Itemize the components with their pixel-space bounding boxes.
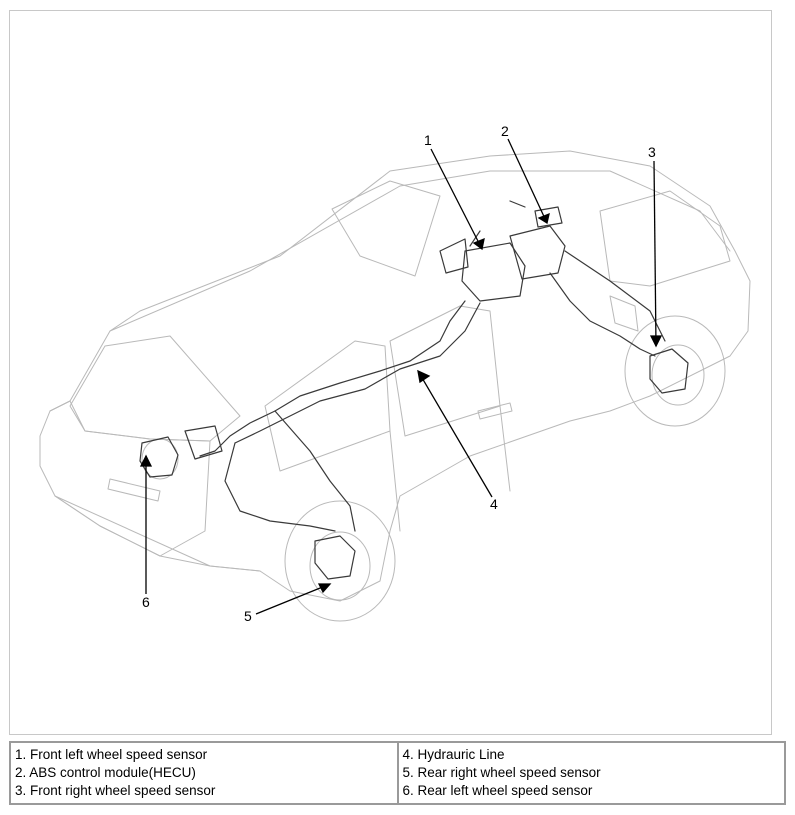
arrowhead-2: [537, 212, 550, 225]
callout-1: 1: [424, 132, 432, 148]
side-window-mid: [389, 305, 501, 437]
rear-right-wire: [274, 410, 356, 532]
side-mirror: [609, 295, 639, 332]
booster-shape: [509, 225, 566, 280]
rear-left-caliper: [139, 436, 179, 478]
legend-item-3: 3. Front right wheel speed sensor: [15, 783, 216, 798]
side-window-rear: [264, 340, 391, 472]
callout-5: 5: [244, 608, 252, 624]
tailgate: [49, 400, 211, 557]
callout-4: 4: [490, 496, 498, 512]
rear-window: [69, 335, 241, 442]
rear-plate: [107, 478, 161, 502]
leader-line-5: [255, 583, 331, 615]
legend-item-1: 1. Front left wheel speed sensor: [15, 747, 208, 762]
abs-module-shape: [461, 242, 526, 302]
rear-wheel-inner: [309, 531, 371, 601]
front-sensor-wire: [549, 272, 656, 357]
front-right-caliper: [649, 348, 689, 394]
legend-right-column: 4. Hydrauric Line 5. Rear right wheel sp…: [396, 741, 786, 805]
rear-left-wire: [224, 442, 336, 532]
bumper-line: [54, 495, 261, 572]
callout-2: 2: [501, 123, 509, 139]
legend-left-column: 1. Front left wheel speed sensor 2. ABS …: [9, 741, 399, 805]
hydraulic-line-2: [234, 302, 481, 444]
hydraulic-line: [199, 300, 466, 457]
arrowhead-4: [417, 369, 431, 384]
arrowhead-6: [139, 454, 153, 467]
leader-line-1: [430, 148, 483, 250]
callout-3: 3: [648, 144, 656, 160]
leader-line-2: [507, 138, 548, 224]
front-sensor-wire-2: [564, 250, 666, 342]
legend-item-5: 5. Rear right wheel speed sensor: [402, 765, 601, 780]
leader-line-3: [653, 160, 657, 347]
legend-table: 1. Front left wheel speed sensor 2. ABS …: [9, 741, 786, 805]
vehicle-abs-diagram: 1 2 3 4 5 6: [39, 123, 751, 624]
legend-item-2: 2. ABS control module(HECU): [15, 765, 196, 780]
side-door-line: [389, 405, 511, 532]
arrowhead-3: [649, 335, 663, 348]
rear-wheel-outer: [284, 500, 396, 622]
arrowhead-1: [472, 237, 485, 251]
reservoir-shape: [534, 206, 563, 228]
front-wheel-outer: [624, 315, 726, 427]
hecu-bracket: [439, 238, 469, 274]
legend-item-4: 4. Hydrauric Line: [402, 747, 505, 762]
windshield: [599, 190, 731, 287]
sunroof: [331, 180, 441, 277]
door-handle: [477, 402, 513, 420]
legend-item-6: 6. Rear left wheel speed sensor: [402, 783, 593, 798]
front-wheel-inner: [651, 344, 705, 406]
rear-right-caliper: [314, 535, 356, 580]
diagram-frame: 1 2 3 4 5 6: [9, 10, 772, 735]
upper-wire: [469, 200, 526, 247]
arrowhead-5: [317, 583, 332, 594]
callout-6: 6: [142, 594, 150, 610]
roof-line: [109, 170, 731, 332]
leader-line-4: [417, 370, 493, 498]
rear-left-bracket: [184, 425, 223, 460]
